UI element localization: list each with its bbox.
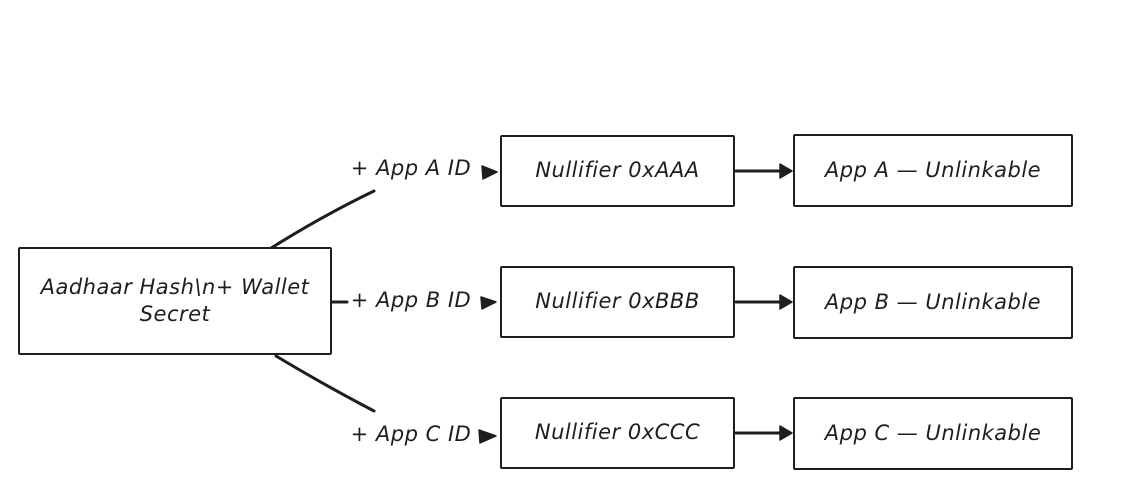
app-box-a-label: App A — Unlinkable — [824, 157, 1042, 182]
nullifier-box-c: Nullifier 0xCCC — [500, 397, 735, 469]
edge-source-to-nullifier-a — [266, 189, 376, 252]
source-box-label-line2: Secret — [139, 302, 211, 326]
arrowhead-into-nullifier-b-icon — [480, 296, 497, 310]
nullifier-box-a: Nullifier 0xAAA — [500, 135, 735, 207]
arrowhead-into-app-a-icon — [779, 163, 793, 179]
arrowhead-into-app-b-icon — [779, 294, 793, 310]
source-box: Aadhaar Hash\n+ Wallet Secret — [18, 247, 332, 355]
source-box-label: Aadhaar Hash\n+ Wallet Secret — [41, 274, 310, 329]
edge-label-app-a-id: + App A ID — [350, 156, 472, 180]
arrowhead-into-nullifier-a-icon — [481, 165, 498, 180]
edge-label-app-c-id: + App C ID — [350, 422, 472, 446]
nullifier-box-b: Nullifier 0xBBB — [500, 266, 735, 338]
arrowhead-into-nullifier-c-icon — [478, 429, 497, 444]
nullifier-box-b-label: Nullifier 0xBBB — [535, 289, 700, 314]
app-box-c: App C — Unlinkable — [793, 397, 1073, 470]
nullifier-box-c-label: Nullifier 0xCCC — [534, 420, 701, 445]
app-box-b-label: App B — Unlinkable — [824, 289, 1042, 314]
edge-source-to-nullifier-c — [274, 354, 376, 413]
app-box-a: App A — Unlinkable — [793, 134, 1073, 207]
app-box-b: App B — Unlinkable — [793, 266, 1073, 339]
edge-label-app-b-id: + App B ID — [350, 288, 472, 312]
app-box-c-label: App C — Unlinkable — [824, 420, 1042, 445]
arrowhead-into-app-c-icon — [779, 425, 793, 441]
source-box-label-line1: Aadhaar Hash\n+ Wallet — [40, 274, 310, 299]
nullifier-box-a-label: Nullifier 0xAAA — [535, 158, 700, 183]
